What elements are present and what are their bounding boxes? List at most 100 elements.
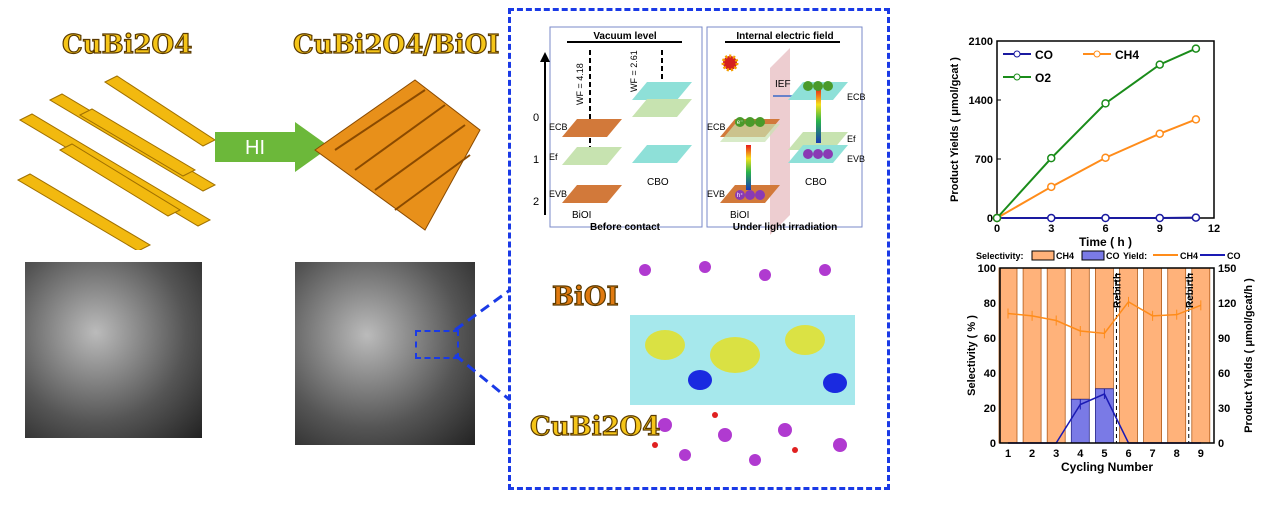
x-tick-label: 5 <box>1101 448 1107 460</box>
y2-tick-label: 150 <box>1218 263 1236 275</box>
composite-label: CuBi2O4/BiOI <box>292 29 500 60</box>
ecb-label: ECB <box>707 122 726 132</box>
y-tick-label: 60 <box>984 333 996 345</box>
x-axis-label: Cycling Number <box>1061 460 1153 474</box>
x-tick-label: 7 <box>1150 448 1156 460</box>
bar-ch4-selectivity <box>1022 267 1042 444</box>
bar-ch4-selectivity <box>998 267 1018 444</box>
y2-tick-label: 120 <box>1218 298 1236 310</box>
legend-label: CO <box>1035 48 1053 62</box>
data-point <box>992 213 1002 223</box>
data-point <box>1155 129 1164 138</box>
excitation-arrow-icon <box>746 145 751 190</box>
y-tick-label: 0 <box>990 438 996 450</box>
cubi2o4-rods-illustration <box>16 75 217 250</box>
cubi2o4-sem-image <box>25 262 202 438</box>
x-tick-label: 3 <box>1048 223 1054 235</box>
biol-label: BiOI <box>572 210 591 221</box>
band-diagram: 0 1 2 Vacuum level WF = 4.18 WF = 2.61 E… <box>533 26 865 235</box>
hole: h⁺ <box>737 192 744 199</box>
vacuum-level-label: Vacuum level <box>593 31 657 42</box>
y-tick-label: 0 <box>987 213 993 225</box>
cbo-ecb-plane <box>632 82 692 100</box>
ecb-label: ECB <box>847 92 865 102</box>
charge-density-image <box>630 261 855 466</box>
hi-arrow-icon: HI <box>215 122 330 172</box>
legend-label: CO <box>1227 251 1241 261</box>
biol-evb-plane <box>562 185 622 203</box>
y2-axis-label: Product Yields ( μmol/gcat/h ) <box>1243 278 1255 433</box>
y-tick: 1 <box>533 154 539 166</box>
x-tick-label: 9 <box>1198 448 1204 460</box>
y2-tick-label: 60 <box>1218 368 1230 380</box>
series-line-CH4 <box>996 118 1197 219</box>
ecb-label: ECB <box>549 122 568 132</box>
cbo-evb-plane <box>632 145 692 163</box>
x-tick-label: 2 <box>1029 448 1035 460</box>
biol-label: BiOI <box>730 210 749 221</box>
light-caption: Under light irradiation <box>733 222 837 233</box>
ief-title: Internal electric field <box>736 31 833 42</box>
x-tick-label: 8 <box>1174 448 1180 460</box>
data-point <box>1155 213 1164 223</box>
x-tick-label: 3 <box>1053 448 1059 460</box>
dft-cubi2o4-label: CuBi2O4 <box>529 411 661 442</box>
data-point <box>1191 115 1201 124</box>
data-point <box>1047 182 1056 192</box>
legend-label: CH4 <box>1056 251 1074 261</box>
y-tick-label: 700 <box>975 154 993 166</box>
electron: e⁻ <box>737 120 744 126</box>
evb-label: EVB <box>847 154 865 164</box>
plot-frame <box>999 267 1215 444</box>
zoom-region-box <box>415 330 459 359</box>
data-point <box>1101 99 1110 108</box>
y-tick-label: 1400 <box>969 95 993 107</box>
legend-marker <box>1093 50 1101 58</box>
data-point <box>1101 153 1110 162</box>
y2-tick-label: 90 <box>1218 333 1230 345</box>
wf-cbo: WF = 2.61 <box>629 50 639 92</box>
cbo-label: CBO <box>805 177 827 188</box>
dft-cubi2o4-text: CuBi2O4 <box>529 411 661 442</box>
dft-biol-text: BiOI <box>551 281 619 312</box>
x-tick-label: 6 <box>1125 448 1131 460</box>
dft-biol-label: BiOI <box>551 281 619 312</box>
legend-yield-label: Yield: <box>1123 251 1147 261</box>
cubi2o4-text: CuBi2O4 <box>61 29 193 60</box>
composite-text: CuBi2O4/BiOI <box>292 29 500 60</box>
rebirth-label: Rebirth <box>1112 273 1123 308</box>
y-tick: 2 <box>533 196 539 208</box>
y-tick-label: 20 <box>984 403 996 415</box>
hi-label: HI <box>245 137 265 159</box>
y-tick-label: 40 <box>984 368 996 380</box>
legend-label: CO <box>1106 251 1120 261</box>
before-contact-caption: Before contact <box>590 222 661 233</box>
y-tick-label: 2100 <box>969 36 993 48</box>
zoom-connector-lines <box>454 288 511 402</box>
ief-plane <box>770 48 790 235</box>
x-tick-label: 0 <box>994 223 1000 235</box>
x-axis-label: Time ( h ) <box>1079 235 1132 249</box>
cbo-ef-plane <box>632 99 692 117</box>
biol-ecb-plane <box>562 119 622 137</box>
data-point <box>1101 213 1110 223</box>
x-tick-label: 9 <box>1157 223 1163 235</box>
cbo-label: CBO <box>647 177 669 188</box>
y-tick-label: 100 <box>978 263 996 275</box>
ef-label: Ef <box>847 134 856 144</box>
composite-structure-illustration <box>314 79 481 231</box>
bar-ch4-selectivity <box>1167 267 1187 444</box>
wf-biol: WF = 4.18 <box>575 63 585 105</box>
sun-icon <box>721 54 739 72</box>
rebirth-label: Rebirth <box>1185 273 1196 308</box>
data-point <box>1191 213 1201 222</box>
y2-tick-label: 30 <box>1218 403 1230 415</box>
legend-label: CH4 <box>1115 48 1139 62</box>
y2-tick-label: 0 <box>1218 438 1224 450</box>
legend-selectivity-label: Selectivity: <box>976 251 1024 261</box>
ef-label: Ef <box>549 152 558 162</box>
x-tick-label: 6 <box>1102 223 1108 235</box>
